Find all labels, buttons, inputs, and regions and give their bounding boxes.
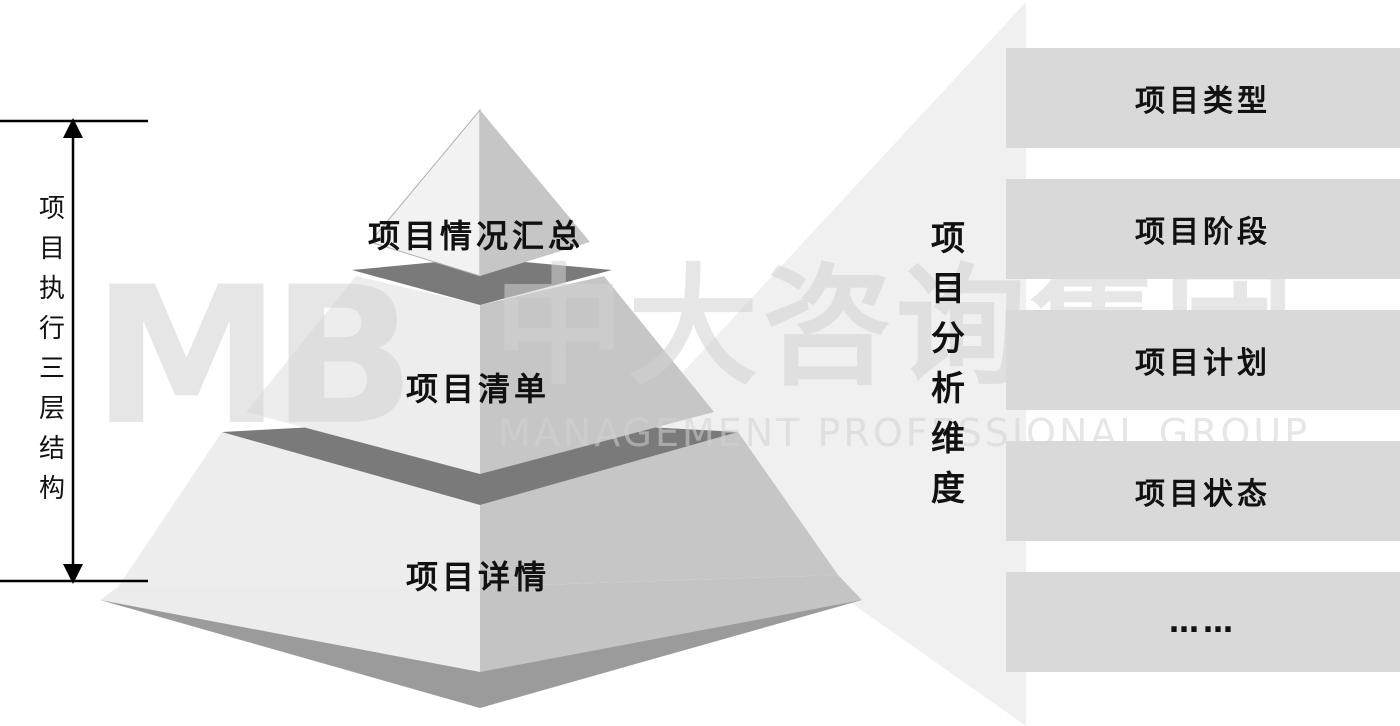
watermark-logo: MB	[92, 246, 416, 467]
pyramid-tier-label-bottom: 项目详情	[406, 558, 551, 596]
pyramid-tier-label-top: 项目情况汇总	[368, 217, 585, 255]
dimension-label: 项目阶段	[1135, 215, 1271, 250]
pyramid-bottom-left-face	[118, 432, 480, 587]
analysis-dimension-label: 项目分析维度	[930, 222, 966, 506]
dimension-box-phase: 项目阶段	[1006, 179, 1400, 279]
vertical-char: 三	[38, 354, 65, 384]
vertical-char: 行	[38, 314, 65, 344]
dimension-label: 项目状态	[1135, 477, 1271, 512]
dimension-label: 项目计划	[1135, 346, 1271, 381]
pyramid-middle-right-face	[480, 276, 714, 474]
dimension-fan	[620, 2, 1026, 726]
dimension-box-plan: 项目计划	[1006, 310, 1400, 410]
vertical-char: 分	[931, 319, 965, 359]
vertical-char: 项	[931, 219, 965, 259]
pyramid-tier-label-middle: 项目清单	[406, 370, 551, 408]
vertical-char: 析	[931, 369, 965, 409]
pyramid-bottom-front	[100, 587, 480, 672]
vertical-char: 结	[38, 434, 65, 464]
vertical-char: 度	[931, 469, 965, 509]
left-axis-label: 项目执行三层结构	[38, 196, 66, 502]
pyramid-top-right-face	[480, 110, 590, 276]
dimension-box-type: 项目类型	[1006, 48, 1400, 148]
vertical-char: 目	[38, 234, 65, 264]
vertical-char: 目	[931, 269, 965, 309]
pyramid-bottom-right-face	[480, 432, 838, 587]
pyramid-middle-left-face	[246, 276, 480, 474]
vertical-char: 维	[931, 419, 965, 459]
dimension-label: ……	[1169, 604, 1237, 640]
pyramid-middle-ledge	[352, 258, 612, 305]
vertical-char: 执	[38, 274, 65, 304]
vertical-char: 层	[38, 394, 65, 424]
dimension-label: 项目类型	[1135, 84, 1271, 119]
vertical-char: 项	[38, 194, 65, 224]
vertical-char: 构	[38, 474, 65, 504]
dimension-box-more: ……	[1006, 572, 1400, 672]
dimension-box-status: 项目状态	[1006, 441, 1400, 541]
pyramid-bottom-front-right	[480, 575, 862, 672]
